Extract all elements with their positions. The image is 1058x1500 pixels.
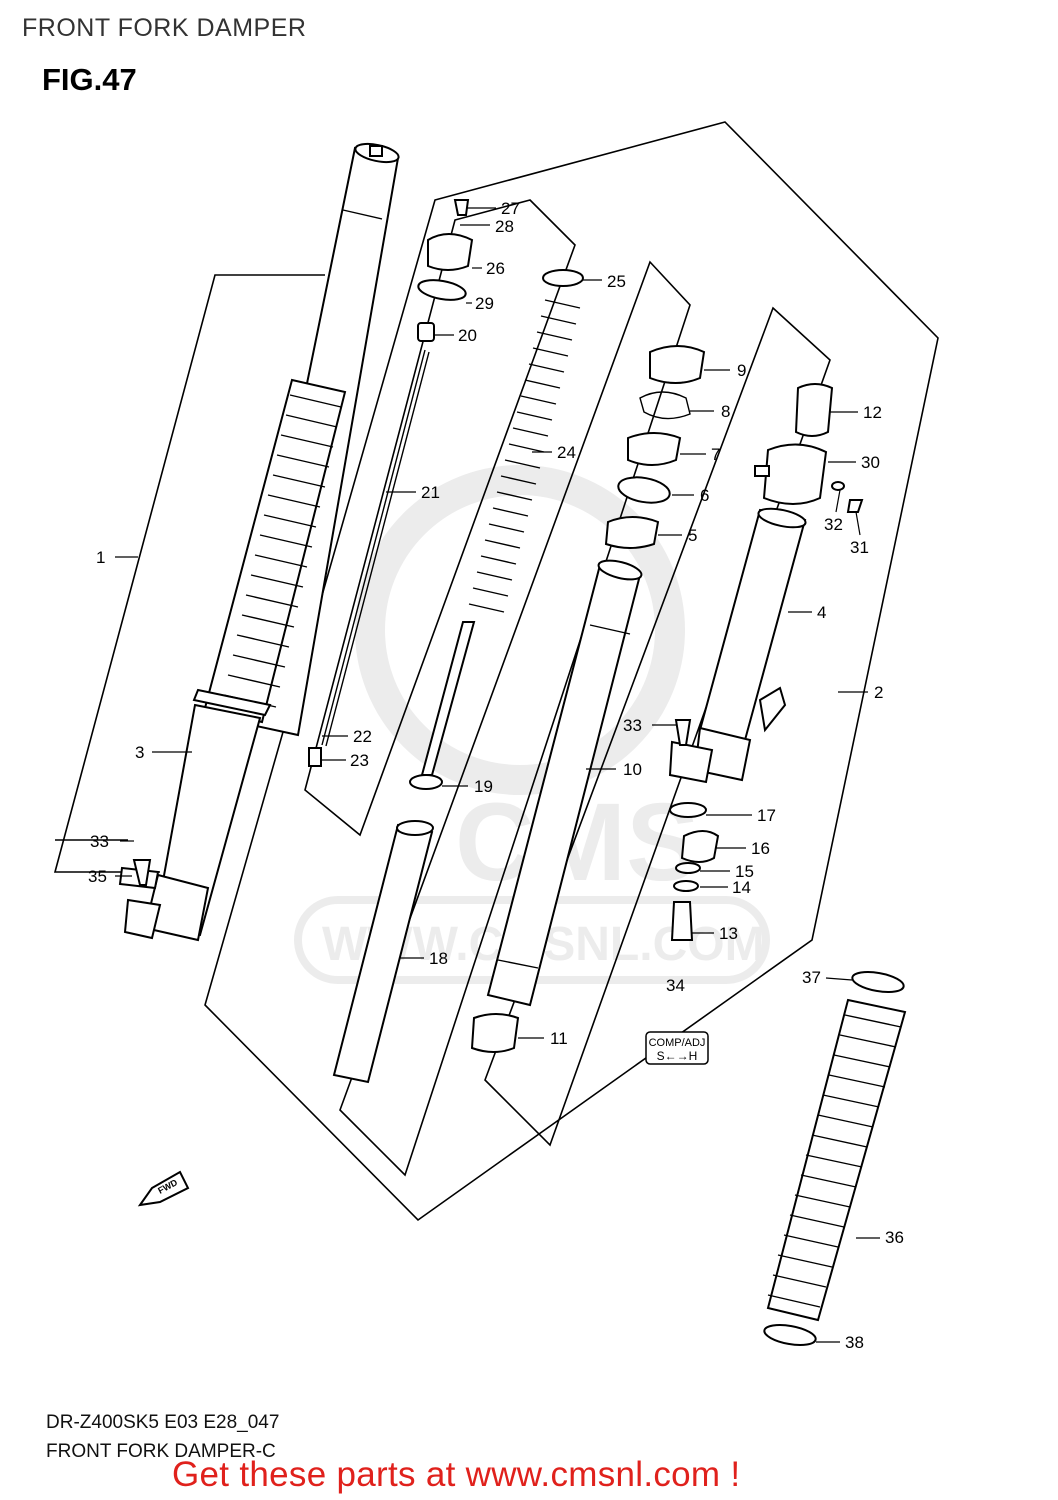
callout-24: 24	[557, 443, 576, 462]
part-fork-assembly	[118, 142, 400, 942]
frame-spring-group	[304, 199, 576, 837]
callout-25: 25	[607, 272, 626, 291]
callout-27: 27	[501, 199, 520, 218]
frame-complete-fork	[53, 274, 325, 873]
callout-26: 26	[486, 259, 505, 278]
callout-32: 32	[824, 515, 843, 534]
leader-lines	[115, 207, 880, 1343]
callout-15: 15	[735, 862, 754, 881]
callout-35: 35	[88, 867, 107, 886]
callout-28: 28	[495, 217, 514, 236]
figure-number: FIG.47	[42, 62, 137, 97]
callout-4: 4	[817, 603, 826, 622]
callout-20: 20	[458, 326, 477, 345]
callout-numbers: 1 2 3 4 5 6 7 8 9 10 11 12 13 14 15 16 1…	[88, 199, 904, 1352]
frame-fork-inner	[204, 121, 939, 1222]
callout-9: 9	[737, 361, 746, 380]
model-code: DR-Z400SK5 E03 E28_047	[46, 1412, 280, 1433]
forward-arrow-icon: FWD	[137, 1170, 190, 1207]
callout-3: 3	[135, 743, 144, 762]
part-outer-tube	[668, 507, 807, 784]
assembly-frames	[53, 121, 939, 1222]
parts-small-right	[132, 345, 864, 941]
adjuster-label-box: COMP/ADJ S←→H	[645, 1031, 709, 1065]
callout-13: 13	[719, 924, 738, 943]
part-spring-group	[308, 199, 584, 1084]
part-dust-boot	[763, 971, 907, 1346]
callout-38: 38	[845, 1333, 864, 1352]
callout-21: 21	[421, 483, 440, 502]
callout-31: 31	[850, 538, 869, 557]
callout-7: 7	[711, 445, 720, 464]
page-title: FRONT FORK DAMPER	[22, 14, 307, 42]
callout-33-right: 33	[623, 716, 642, 735]
adjuster-line-2: S←→H	[657, 1049, 698, 1063]
callout-33-left: 33	[90, 832, 109, 851]
callout-2: 2	[874, 683, 883, 702]
callout-6: 6	[700, 486, 709, 505]
callout-17: 17	[757, 806, 776, 825]
callout-34: 34	[666, 976, 685, 995]
callout-18: 18	[429, 949, 448, 968]
part-inner-tube	[486, 559, 643, 1007]
callout-10: 10	[623, 760, 642, 779]
cta-link[interactable]: Get these parts at www.cmsnl.com !	[172, 1455, 741, 1494]
callout-14: 14	[732, 878, 751, 897]
callout-5: 5	[688, 526, 697, 545]
callout-36: 36	[885, 1228, 904, 1247]
callout-16: 16	[751, 839, 770, 858]
callout-11: 11	[550, 1029, 568, 1048]
callout-19: 19	[474, 777, 493, 796]
frame-damper-group	[339, 260, 691, 1177]
callout-30: 30	[861, 453, 880, 472]
callout-29: 29	[475, 294, 494, 313]
diagram-name: FRONT FORK DAMPER-C	[46, 1441, 276, 1462]
callout-1: 1	[96, 548, 105, 567]
callout-12: 12	[863, 403, 882, 422]
callout-22: 22	[353, 727, 372, 746]
callout-37: 37	[802, 968, 821, 987]
callout-8: 8	[721, 402, 730, 421]
callout-23: 23	[350, 751, 369, 770]
adjuster-line-1: COMP/ADJ	[649, 1037, 706, 1049]
frame-tube-group	[484, 306, 831, 1147]
